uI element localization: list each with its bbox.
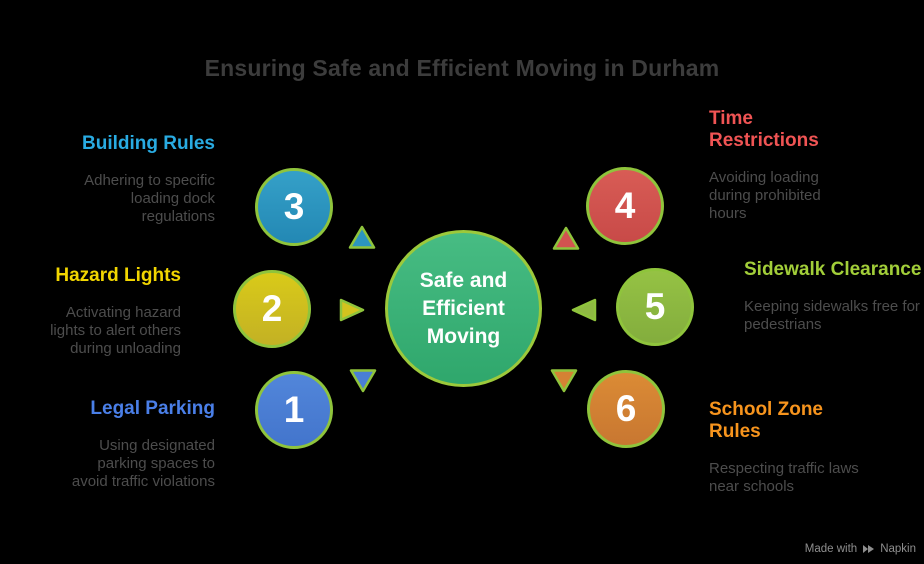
triangle-shape: [348, 225, 376, 249]
triangle-shape: [552, 226, 580, 250]
step-circle-3: 3: [255, 168, 333, 246]
step-circle-2: 2: [233, 270, 311, 348]
arrow-up-step-3-icon: [348, 225, 376, 249]
arrow-right-step-2-icon: [339, 298, 365, 322]
step-number-5: 5: [644, 286, 666, 327]
label-heading-sidewalk-clearance: Sidewalk Clearance: [744, 259, 922, 280]
label-heading-building-rules: Building Rules: [82, 133, 215, 154]
napkin-play-icon: [863, 545, 875, 553]
step-circle-6: 6: [587, 370, 665, 448]
watermark-brand: Napkin: [880, 543, 916, 555]
step-circle-1: 1: [255, 371, 333, 449]
chevron-shape: [863, 545, 869, 553]
label-block-sidewalk-clearance: Sidewalk Clearance Keeping sidewalks fre…: [744, 259, 922, 334]
label-block-building-rules: Building Rules Adhering to specific load…: [65, 133, 215, 226]
label-description-legal-parking: Using designated parking spaces to avoid…: [71, 437, 215, 490]
arrow-down-step-6-icon: [550, 369, 578, 393]
label-heading-time-restrictions: Time Restrictions: [709, 108, 819, 151]
step-circle-5: 5: [616, 268, 694, 346]
arrow-down-step-1-icon: [349, 369, 377, 393]
watermark-prefix: Made with: [804, 543, 858, 555]
step-number-2: 2: [261, 288, 283, 329]
step-circle-4: 4: [586, 167, 664, 245]
watermark-made-with-napkin[interactable]: Made with Napkin: [805, 543, 916, 555]
label-heading-legal-parking: Legal Parking: [90, 398, 215, 419]
step-number-1: 1: [283, 389, 305, 430]
step-number-6: 6: [615, 388, 637, 429]
label-description-time-restrictions: Avoiding loading during prohibited hours: [709, 169, 821, 222]
label-description-school-zone-rules: Respecting traffic laws near schools: [709, 460, 859, 495]
triangle-shape: [571, 298, 597, 322]
step-number-4: 4: [614, 185, 636, 226]
label-heading-hazard-lights: Hazard Lights: [55, 265, 181, 286]
step-number-3: 3: [283, 186, 305, 227]
label-description-building-rules: Adhering to specific loading dock regula…: [84, 172, 215, 225]
label-heading-school-zone-rules: School Zone Rules: [709, 399, 823, 442]
chevron-shape: [868, 545, 875, 553]
label-block-legal-parking: Legal Parking Using designated parking s…: [65, 398, 215, 491]
label-block-hazard-lights: Hazard Lights Activating hazard lights t…: [29, 265, 181, 358]
triangle-shape: [349, 369, 377, 393]
label-description-hazard-lights: Activating hazard lights to alert others…: [50, 304, 181, 357]
page-title: Ensuring Safe and Efficient Moving in Du…: [204, 55, 720, 81]
arrow-left-step-5-icon: [571, 298, 597, 322]
label-description-sidewalk-clearance: Keeping sidewalks free for pedestrians: [744, 298, 920, 333]
triangle-shape: [339, 298, 365, 322]
triangle-shape: [550, 369, 578, 393]
arrow-up-step-4-icon: [552, 226, 580, 250]
label-block-time-restrictions: Time Restrictions Avoiding loading durin…: [709, 108, 854, 223]
label-block-school-zone-rules: School Zone Rules Respecting traffic law…: [709, 399, 859, 496]
center-circle: Safe and Efficient Moving: [385, 230, 542, 387]
center-circle-label: Safe and Efficient Moving: [419, 268, 508, 348]
